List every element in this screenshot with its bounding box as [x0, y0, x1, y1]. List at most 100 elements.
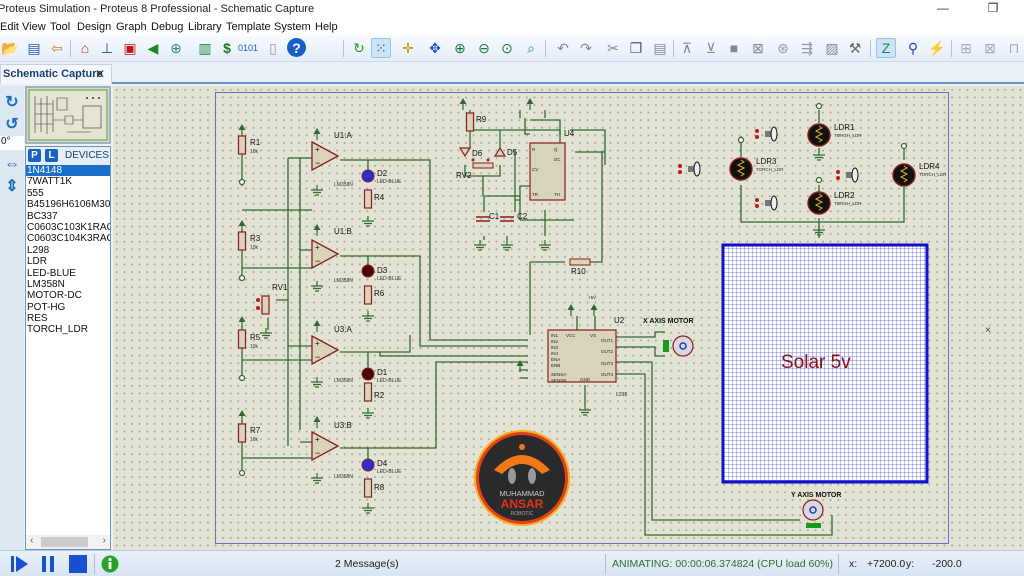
overview-thumbnail: [28, 89, 108, 141]
remove-sheet-icon[interactable]: ⊠: [984, 40, 996, 56]
device-item[interactable]: 1N4148: [26, 165, 110, 177]
property-assignment-icon[interactable]: ⚡: [928, 40, 946, 56]
scroll-left-icon[interactable]: ‹: [30, 535, 34, 546]
paste-icon[interactable]: ▤: [653, 40, 667, 56]
save-icon[interactable]: ▤: [27, 40, 41, 56]
device-item[interactable]: C0603C104K3RACT: [27, 233, 110, 245]
device-item[interactable]: POT-HG: [27, 301, 66, 313]
grid-toggle-icon[interactable]: ⁙: [371, 38, 391, 58]
3d-visualizer-icon[interactable]: ◀: [147, 40, 159, 56]
block-rotate-icon[interactable]: ■: [729, 40, 739, 56]
device-item[interactable]: BC337: [27, 210, 58, 222]
help-icon[interactable]: ?: [287, 38, 306, 57]
device-item[interactable]: MOTOR-DC: [27, 290, 82, 302]
block-move-icon[interactable]: ⊻: [705, 40, 717, 56]
pan-icon[interactable]: ✥: [429, 40, 441, 56]
x-axis-motor[interactable]: [672, 335, 694, 357]
messages-count[interactable]: 2 Message(s): [335, 558, 399, 570]
timer-555: [529, 142, 566, 201]
rotate-clockwise-icon[interactable]: ↻: [5, 94, 19, 111]
scroll-right-icon[interactable]: ›: [102, 535, 106, 546]
menu-template[interactable]: Template: [226, 21, 271, 33]
zoom-in-icon[interactable]: ⊕: [454, 40, 466, 56]
search-icon[interactable]: ⚲: [907, 40, 919, 56]
cut-icon[interactable]: ✂: [607, 40, 619, 56]
pick-device-icon[interactable]: ⊛: [777, 40, 789, 56]
close-tab-icon[interactable]: ✕: [94, 67, 105, 81]
pcb-icon[interactable]: ▣: [123, 40, 137, 56]
redo-icon[interactable]: ↷: [580, 40, 592, 56]
import-icon[interactable]: ⇦: [51, 40, 63, 56]
device-item[interactable]: L298: [27, 244, 50, 256]
rotate-anticlockwise-icon[interactable]: ↺: [5, 116, 19, 133]
resistor-r10: [569, 258, 591, 266]
info-icon[interactable]: [100, 555, 120, 573]
open-folder-icon[interactable]: 📂: [1, 40, 19, 56]
play-button[interactable]: [10, 555, 30, 573]
minimize-button[interactable]: —: [937, 1, 949, 15]
make-device-icon[interactable]: ⇶: [801, 40, 813, 56]
y-axis-motor[interactable]: [802, 499, 824, 521]
menu-view[interactable]: View: [22, 21, 46, 33]
menu-graph[interactable]: Graph: [116, 21, 147, 33]
menu-design[interactable]: Design: [77, 21, 112, 33]
copy-icon[interactable]: ❐: [629, 40, 643, 56]
stop-button[interactable]: [68, 555, 88, 573]
menu-tool[interactable]: Tool: [50, 21, 71, 33]
device-item[interactable]: 555: [27, 187, 44, 199]
overview-window[interactable]: [25, 86, 111, 144]
device-item[interactable]: LDR: [27, 256, 48, 268]
schematic-icon[interactable]: ⊥: [100, 40, 114, 56]
device-item[interactable]: LED-BLUE: [27, 267, 76, 279]
device-item[interactable]: 7WATT1K: [27, 176, 73, 188]
torch-lights: [678, 126, 859, 211]
library-manager-button[interactable]: L: [45, 149, 58, 162]
refresh-icon[interactable]: ↻: [353, 40, 365, 56]
tab-schematic-capture[interactable]: Schematic Capture ✕: [0, 64, 112, 84]
block-delete-icon[interactable]: ⊠: [752, 40, 764, 56]
menu-system[interactable]: System: [274, 21, 311, 33]
origin-icon[interactable]: ✛: [402, 40, 414, 56]
scrollbar-thumb[interactable]: [41, 537, 88, 547]
block-copy-icon[interactable]: ⊼: [681, 40, 693, 56]
menu-help[interactable]: Help: [315, 21, 338, 33]
wire-autorouter-icon[interactable]: Z: [876, 38, 896, 58]
restore-button[interactable]: ❐: [987, 1, 999, 15]
pause-button[interactable]: [38, 555, 58, 573]
svg-text:SENSA: SENSA: [551, 372, 566, 377]
pick-devices-button[interactable]: P: [28, 149, 41, 162]
device-item[interactable]: RES: [27, 313, 48, 325]
menu-library[interactable]: Library: [188, 21, 222, 33]
zoom-area-icon[interactable]: ⌕: [527, 40, 535, 56]
package-tool-icon[interactable]: ▨: [825, 40, 839, 56]
device-list-scrollbar[interactable]: ‹ ›: [26, 535, 110, 549]
zoom-out-icon[interactable]: ⊖: [478, 40, 490, 56]
vsm-studio-icon[interactable]: 0101: [237, 42, 259, 53]
pot-rv2[interactable]: [472, 162, 494, 169]
device-item[interactable]: C0603C103K1RACT: [27, 221, 110, 233]
svg-text:OUT3: OUT3: [601, 361, 613, 366]
svg-text:VS: VS: [590, 333, 596, 338]
gerber-viewer-icon[interactable]: ⊕: [170, 40, 182, 56]
bill-of-materials-icon[interactable]: $: [223, 40, 231, 56]
menu-edit[interactable]: Edit: [0, 21, 19, 33]
resistors: [237, 112, 475, 498]
device-item[interactable]: LM358N: [27, 278, 65, 290]
menu-debug[interactable]: Debug: [151, 21, 184, 33]
design-explorer-icon[interactable]: ▥: [198, 40, 212, 56]
home-icon[interactable]: ⌂: [80, 40, 90, 56]
new-sheet-icon[interactable]: ⊞: [960, 40, 972, 56]
mirror-y-icon[interactable]: ⇕: [5, 178, 19, 195]
svg-text:LDR2: LDR2: [834, 191, 855, 200]
pot-rv1[interactable]: [261, 295, 270, 315]
svg-text:VCC: VCC: [566, 333, 576, 338]
exit-to-parent-icon[interactable]: ⊓: [1008, 40, 1020, 56]
notes-icon[interactable]: ▯: [269, 40, 277, 56]
rotation-angle-field[interactable]: 0°: [0, 136, 24, 150]
zoom-all-icon[interactable]: ⊙: [501, 40, 513, 56]
device-item[interactable]: B45196H6106M309: [27, 199, 110, 211]
decompose-icon[interactable]: ⚒: [848, 40, 862, 56]
mirror-x-icon[interactable]: ⇔: [4, 156, 20, 173]
device-item[interactable]: TORCH_LDR: [27, 324, 88, 336]
undo-icon[interactable]: ↶: [557, 40, 569, 56]
